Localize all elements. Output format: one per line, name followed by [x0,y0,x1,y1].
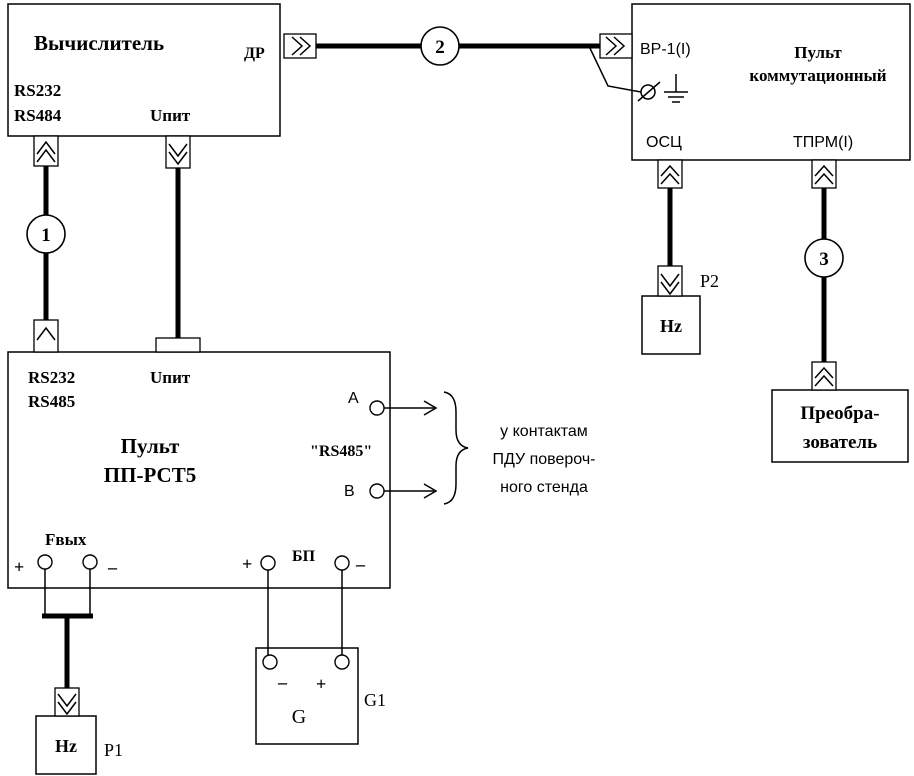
main-panel-title-1: Пульт [121,434,180,458]
converter-block: Преобра- зователь [771,389,909,463]
bp-terminal-plus [260,555,276,571]
bp-minus: – [355,554,366,574]
computer-title: Вычислитель [34,31,164,55]
connector-converter [811,361,837,391]
connector-main-power [155,337,201,353]
terminal-a-label: A [348,390,359,407]
computer-port-dr: ДР [244,45,265,62]
terminal-b [369,483,385,499]
connector-meter-p1 [54,687,80,717]
main-panel-block: Пульт ПП-РСТ5 RS232 RS485 Uпит "RS485" A… [7,351,438,589]
cable-badges: 1 2 3 [26,26,844,278]
side-note: у контактам ПДУ повероч- ного стенда [443,391,596,505]
meter-p1-label: P1 [104,740,123,760]
connector-computer-dr [283,33,317,59]
cable-badge-2: 2 [420,26,460,66]
connector-computer-rs [33,135,59,167]
cable-badge-3: 3 [804,238,844,278]
switch-panel-box [631,3,911,161]
connector-switch-br [599,33,633,59]
cable-badge-2-text: 2 [435,37,445,58]
switch-panel-title-2: коммутационный [749,66,886,85]
connector-meter-p2 [657,265,683,297]
cable-badge-1-text: 1 [41,225,51,246]
main-panel-port-rs232: RS232 [28,368,75,387]
side-note-line-1: у контактам [500,423,588,440]
switch-panel-port-tprm: ТПРМ(I) [793,134,853,151]
fout-label: Fвых [45,530,87,549]
computer-block: Вычислитель RS232 RS484 Uпит ДР [7,3,281,137]
switch-panel-block: Пульт коммутационный ВР-1(I) ОСЦ ТПРМ(I) [587,3,911,161]
side-note-line-3: ного стенда [500,479,588,496]
generator-minus: – [277,672,288,692]
meter-p2-text: Hz [660,316,682,336]
cable-badge-1: 1 [26,214,66,254]
generator-plus: + [316,674,326,694]
converter-box [771,389,909,463]
generator-text: G [292,706,306,728]
fout-terminal-plus [37,554,53,570]
fout-terminal-minus [82,554,98,570]
main-panel-port-rs485: RS485 [28,392,75,411]
computer-box [7,3,281,137]
fout-minus: – [107,557,118,577]
meter-p1-text: Hz [55,736,77,756]
terminal-a [369,400,385,416]
computer-port-rs484: RS484 [14,106,62,125]
generator-block: – + G G1 [255,647,386,745]
connector-main-rs [33,319,59,353]
generator-terminal-plus [334,654,350,670]
converter-title-2: зователь [803,432,877,453]
computer-port-power: Uпит [150,106,191,125]
side-note-brace [443,391,469,505]
cable-badge-3-text: 3 [819,249,829,270]
computer-port-rs232: RS232 [14,81,61,100]
generator-terminal-minus [262,654,278,670]
fuse-lead [587,43,642,93]
bp-terminal-minus [334,555,350,571]
connector-switch-osc [657,159,683,189]
meter-p1-block: Hz P1 [35,715,123,775]
connector-switch-tprm [811,159,837,189]
fout-plus: + [14,557,24,577]
switch-panel-title-1: Пульт [794,43,842,62]
meter-p1-box [35,715,97,775]
bp-label: БП [292,548,316,565]
main-panel-port-power: Uпит [150,368,191,387]
connector-computer-power [165,135,191,169]
connectors [33,33,837,717]
main-panel-rs485-label: "RS485" [310,443,372,460]
converter-title-1: Преобра- [800,403,879,424]
main-panel-title-2: ПП-РСТ5 [104,463,196,487]
generator-label: G1 [364,690,386,710]
switch-panel-port-br: ВР-1(I) [640,41,691,58]
main-panel-box [7,351,391,589]
meter-p2-label: P2 [700,271,719,291]
side-note-line-2: ПДУ повероч- [492,451,595,468]
bp-plus: + [242,554,252,574]
switch-panel-port-osc: ОСЦ [646,134,682,151]
terminal-b-label: B [344,483,355,500]
ground-symbol [664,74,688,103]
